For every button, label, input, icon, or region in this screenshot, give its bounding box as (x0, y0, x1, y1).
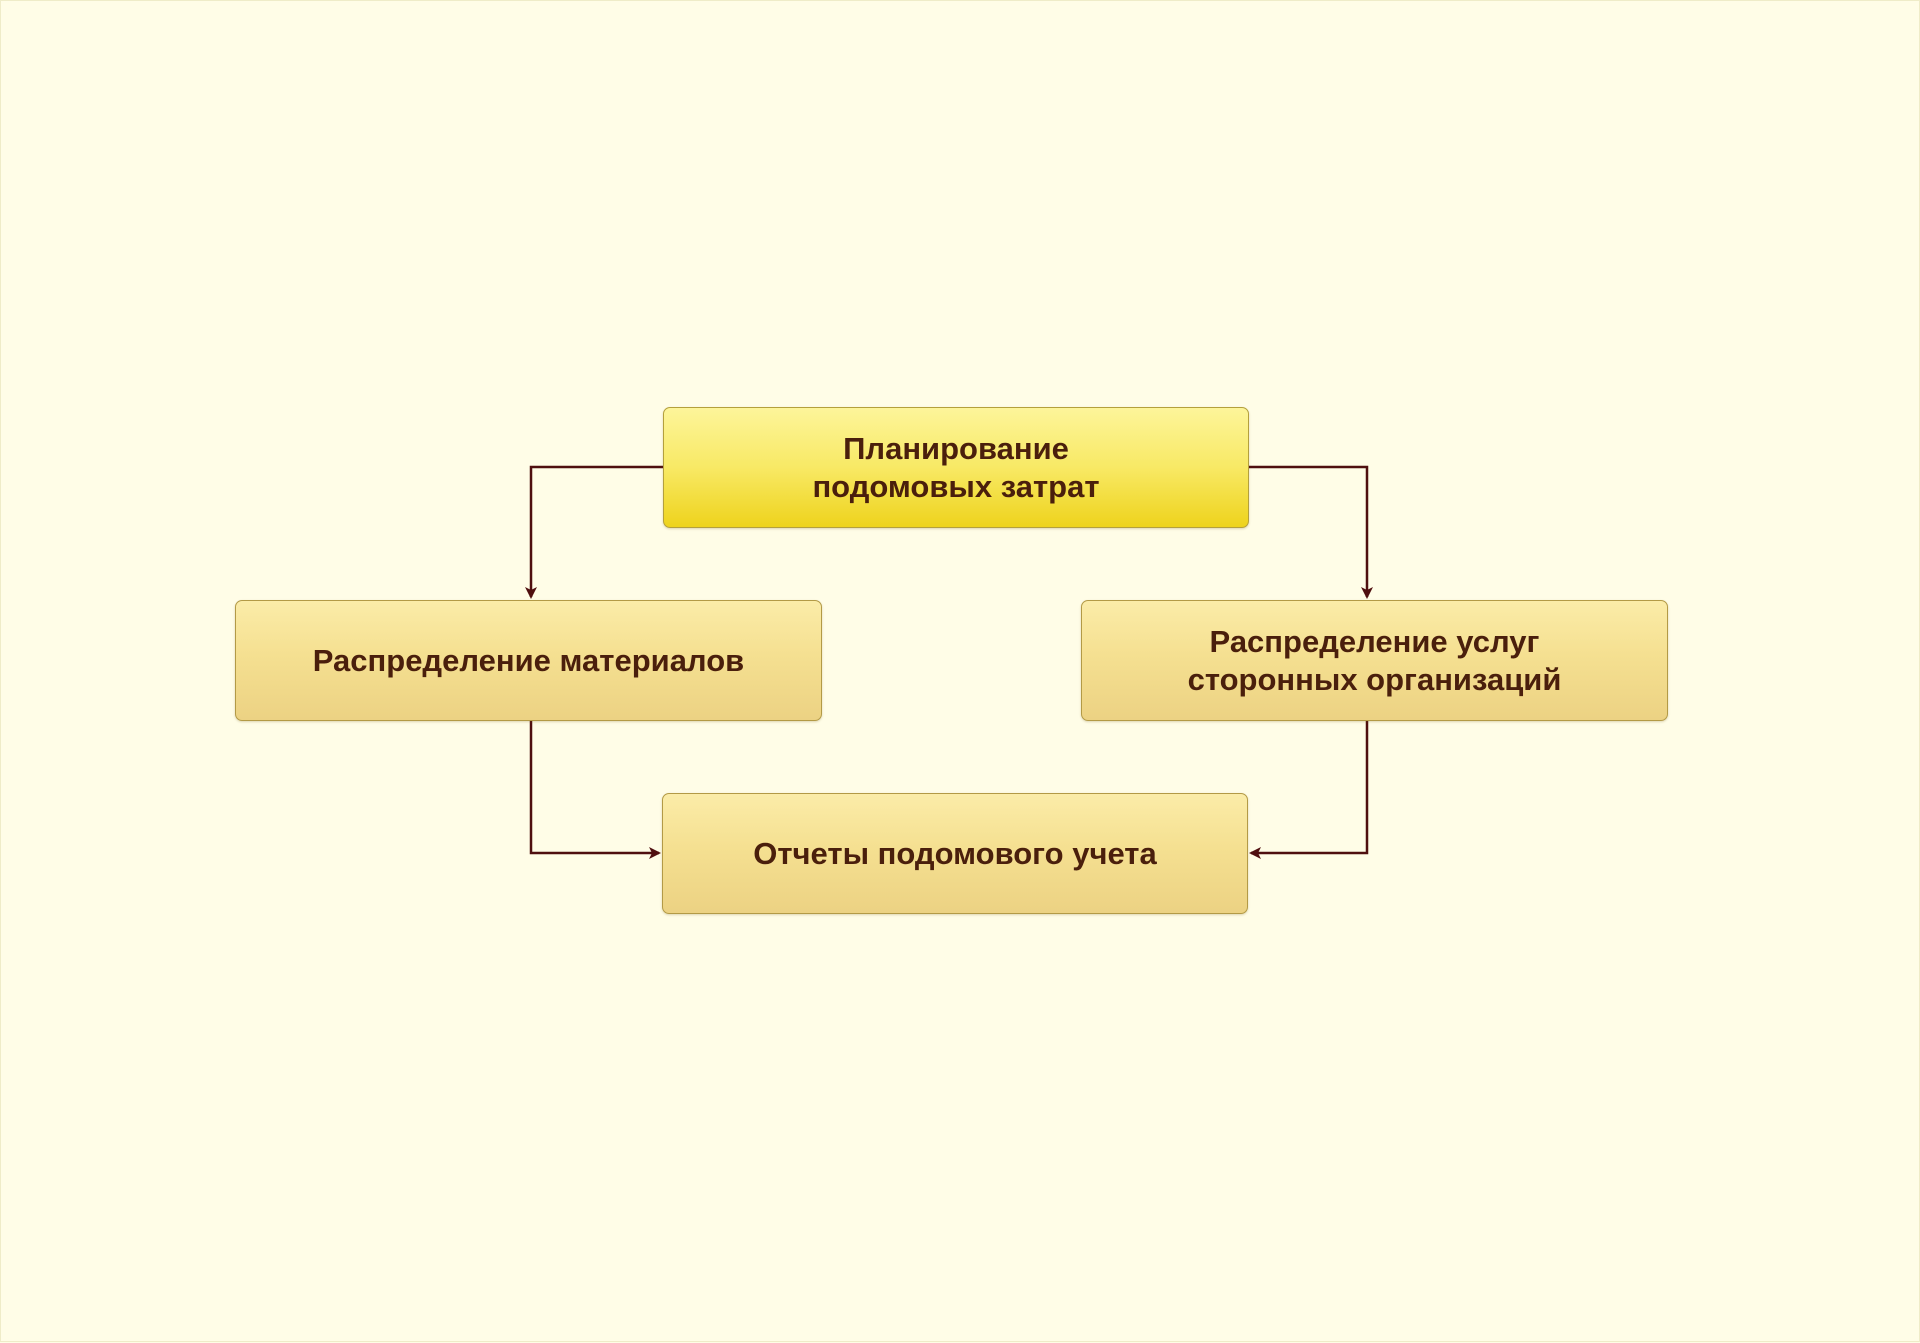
node-cost-planning[interactable]: Планирование подомовых затрат (663, 407, 1249, 528)
node-materials-distribution[interactable]: Распределение материалов (235, 600, 822, 721)
arrow-planning-to-materials (525, 465, 663, 599)
node-services-distribution[interactable]: Распределение услуг сторонных организаци… (1081, 600, 1668, 721)
arrow-materials-to-reports (529, 721, 661, 859)
node-accounting-reports[interactable]: Отчеты подомового учета (662, 793, 1248, 914)
arrow-planning-to-services (1249, 465, 1373, 599)
arrow-services-to-reports (1249, 721, 1369, 859)
